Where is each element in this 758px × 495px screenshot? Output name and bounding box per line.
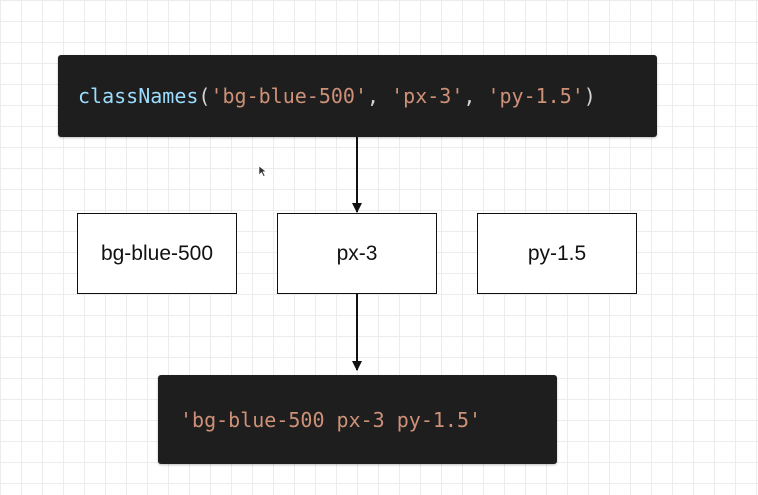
mouse-cursor-icon	[258, 165, 267, 177]
class-box-px-3: px-3	[277, 213, 437, 294]
result-string: 'bg-blue-500 px-3 py-1.5'	[180, 407, 482, 432]
class-box-bg-blue-500: bg-blue-500	[77, 213, 237, 294]
separator-2: ,	[463, 84, 488, 108]
close-paren: )	[583, 84, 596, 108]
argument-3: 'py-1.5'	[487, 84, 584, 108]
class-box-label: bg-blue-500	[100, 241, 214, 265]
open-paren: (	[198, 84, 211, 108]
class-box-label: px-3	[336, 241, 378, 265]
class-box-py-1-5: py-1.5	[477, 213, 637, 294]
function-name: classNames	[78, 84, 199, 108]
class-box-label: py-1.5	[527, 241, 587, 265]
classnames-call-code-block: classNames('bg-blue-500', 'px-3', 'py-1.…	[58, 55, 657, 137]
argument-2: 'px-3'	[391, 84, 464, 108]
result-code-block: 'bg-blue-500 px-3 py-1.5'	[158, 375, 557, 464]
separator-1: ,	[367, 84, 392, 108]
argument-1: 'bg-blue-500'	[210, 84, 368, 108]
